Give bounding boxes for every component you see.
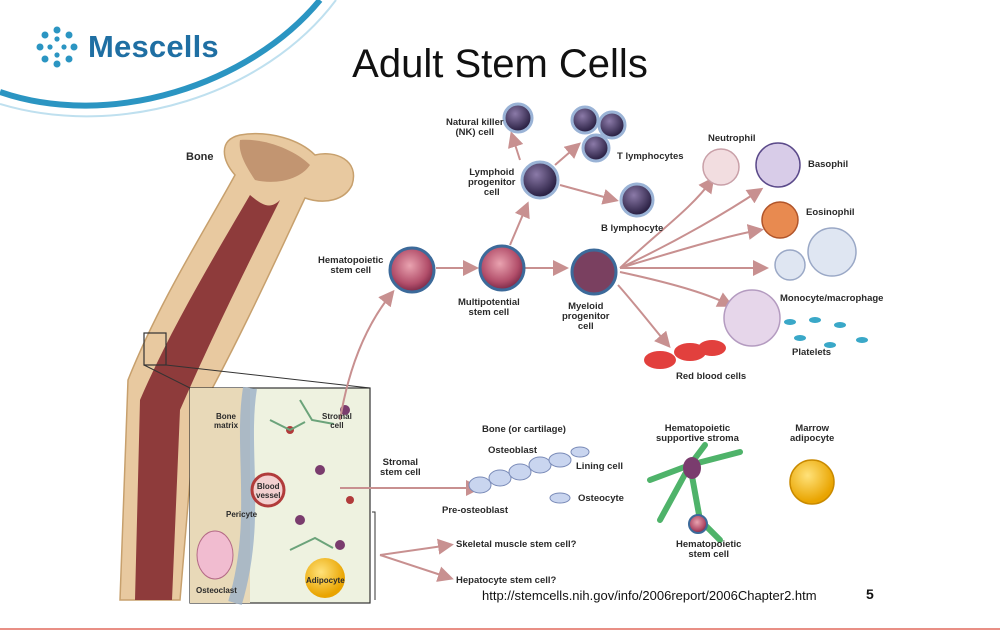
label-marrow-adipocyte: Marrow adipocyte — [790, 423, 835, 444]
label-supportive-stroma: Hematopoietic supportive stroma — [656, 423, 739, 444]
label-hsc: Hematopoietic stem cell — [318, 255, 384, 276]
source-url[interactable]: http://stemcells.nih.gov/info/2006report… — [482, 588, 817, 603]
label-skeletal: Skeletal muscle stem cell? — [456, 539, 577, 550]
label-platelets: Platelets — [792, 347, 832, 358]
header-swoosh-light — [0, 0, 337, 118]
mescells-logo-icon — [36, 26, 78, 68]
label-multipotential: Multipotential stem cell — [458, 297, 520, 318]
label-myeloid: Myeloid progenitor cell — [562, 301, 610, 332]
label-osteoblast: Osteoblast — [488, 445, 538, 456]
b-lymph-cell — [619, 182, 655, 218]
label-adipocyte: Adipocyte — [306, 576, 345, 585]
brand-name: Mescells — [88, 29, 219, 64]
label-blood-vessel: Blood vessel — [256, 482, 281, 500]
arrows — [339, 131, 769, 600]
label-pre-osteoblast: Pre-osteoblast — [442, 505, 508, 516]
bone-illustration — [119, 132, 371, 601]
label-monocyte: Monocyte/macrophage — [780, 293, 884, 304]
hsc-cell — [388, 246, 436, 294]
page-number: 5 — [866, 586, 874, 602]
macrophage-cell — [723, 289, 781, 347]
neutrophil-cell — [702, 148, 740, 186]
label-basophil: Basophil — [808, 159, 849, 170]
label-bone-cartilage: Bone (or cartilage) — [482, 424, 566, 435]
slide-title: Adult Stem Cells — [352, 42, 648, 86]
label-hepatocyte: Hepatocyte stem cell? — [456, 575, 557, 586]
nk-cell — [502, 102, 534, 134]
monocyte-cell-2 — [774, 249, 806, 281]
marrow-inset — [189, 386, 371, 606]
header-swoosh — [0, 0, 323, 109]
multipotential-cell — [478, 244, 526, 292]
rbc-2 — [674, 343, 706, 361]
label-lymphoid: Lymphoid progenitor cell — [468, 167, 516, 198]
label-stromal-stem: Stromal stem cell — [380, 457, 421, 478]
lymphoid-cell — [520, 160, 560, 200]
label-neutrophil: Neutrophil — [708, 133, 756, 144]
myeloid-cell — [570, 248, 618, 296]
rbc-1 — [644, 351, 676, 369]
t-lymph-2 — [597, 110, 627, 140]
label-nk-cell: Natural killer (NK) cell — [446, 117, 504, 138]
t-lymph-3 — [581, 133, 611, 163]
brand-logo: Mescells — [36, 26, 219, 68]
label-lining-cell: Lining cell — [576, 461, 623, 472]
label-stromal-cell: Stromal cell — [322, 412, 352, 430]
basophil-cell — [755, 142, 801, 188]
t-lymph-1 — [570, 105, 600, 135]
marrow-adipocyte-cell — [789, 459, 835, 505]
label-osteoclast: Osteoclast — [196, 586, 237, 595]
monocyte-cell — [807, 227, 857, 277]
label-pericyte: Pericyte — [226, 510, 258, 519]
label-bone: Bone — [186, 151, 214, 163]
cells — [388, 102, 868, 543]
label-b-lymph: B lymphocyte — [601, 223, 664, 234]
label-hsc-2: Hematopoietic stem cell — [676, 539, 742, 560]
rbc-3 — [698, 340, 726, 356]
label-eosinophil: Eosinophil — [806, 207, 855, 218]
label-t-lymph: T lymphocytes — [617, 151, 684, 162]
footer-rule — [0, 628, 1000, 630]
label-rbc: Red blood cells — [676, 371, 747, 382]
label-osteocyte: Osteocyte — [578, 493, 624, 504]
eosinophil-cell — [761, 201, 799, 239]
label-bone-matrix: Bone matrix — [214, 412, 239, 430]
